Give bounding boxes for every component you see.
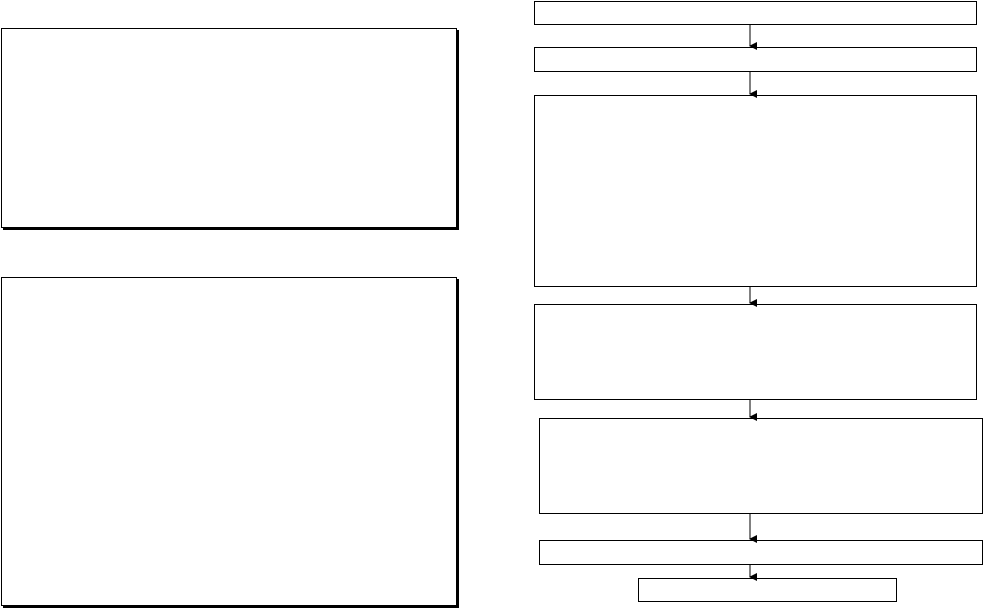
flow-step-5	[539, 418, 983, 514]
flow-step-3	[534, 95, 977, 287]
flow-step-4	[534, 304, 977, 400]
left-panel-top	[1, 28, 457, 228]
flow-step-6	[539, 540, 983, 565]
left-panel-bottom	[1, 277, 457, 606]
flow-step-7	[638, 578, 897, 602]
flow-step-1	[534, 1, 977, 25]
flow-step-2	[534, 47, 977, 72]
